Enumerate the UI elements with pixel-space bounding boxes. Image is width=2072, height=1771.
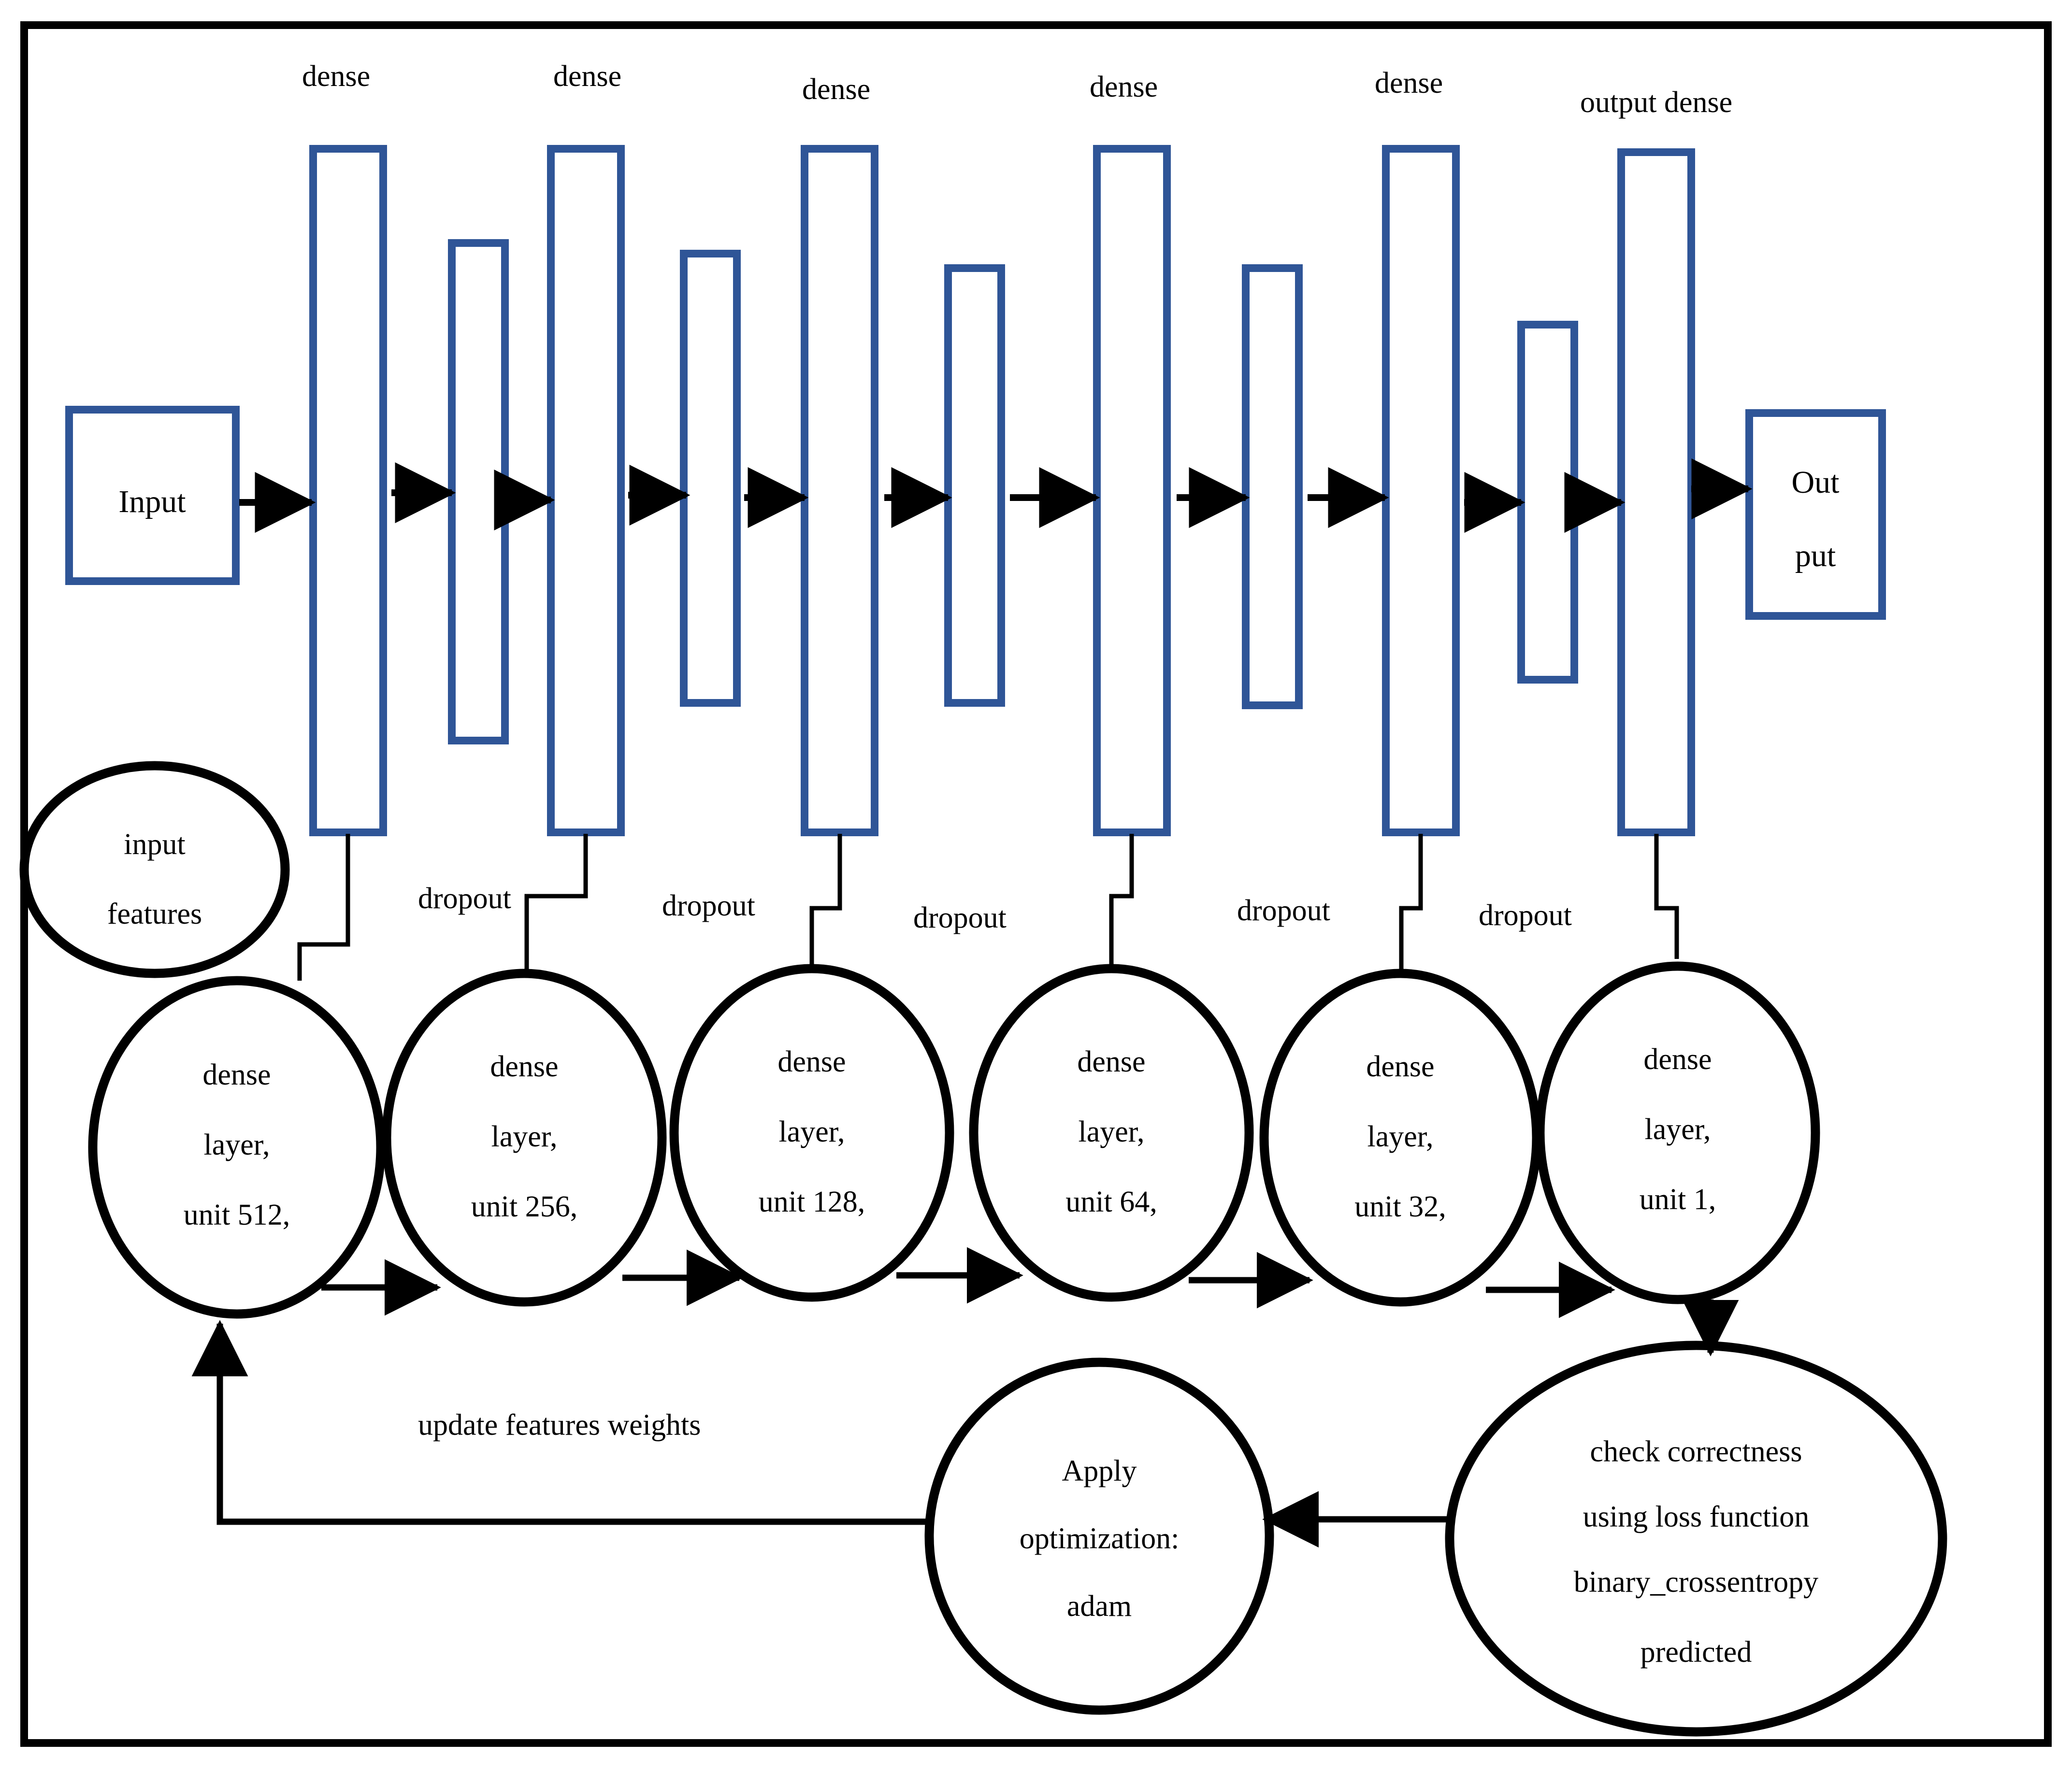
dense-node-128 — [669, 964, 954, 1302]
dense-node-1-line2: layer, — [1645, 1113, 1711, 1146]
connector-dense2-node256 — [524, 834, 588, 971]
input-box — [65, 406, 240, 585]
layer-label-output-dense: output dense — [1580, 86, 1732, 119]
connector-dense3-node128 — [809, 834, 842, 966]
dense-node-256-line1: dense — [490, 1050, 558, 1083]
dense-node-64-line3: unit 64, — [1065, 1185, 1157, 1218]
layer-label-dense-1: dense — [302, 60, 370, 93]
loss-node-line1: check correctness — [1590, 1435, 1802, 1468]
layer-label-dense-3: dense — [802, 73, 870, 106]
connector-dense4-node64 — [1109, 834, 1134, 966]
output-box-label-line1: Out — [1792, 465, 1840, 500]
dense-node-128-line3: unit 128, — [759, 1185, 865, 1218]
dropout-label-5: dropout — [1479, 899, 1572, 932]
dense-node-32-line2: layer, — [1367, 1120, 1434, 1153]
loss-node-line3: binary_crossentropy — [1574, 1566, 1818, 1599]
dense-node-1 — [1535, 961, 1820, 1304]
connector-outputdense-node1 — [1654, 834, 1679, 959]
flow-arrow-group — [239, 458, 1753, 533]
dropout-label-1: dropout — [418, 882, 511, 915]
input-features-node — [19, 761, 290, 978]
layer-label-dense-5: dense — [1375, 67, 1443, 100]
dense-node-1-line1: dense — [1643, 1043, 1712, 1076]
dropout-label-2: dropout — [662, 889, 755, 922]
input-features-line1: input — [124, 828, 185, 861]
dense-node-512-line3: unit 512, — [184, 1199, 290, 1231]
dense-node-64-line2: layer, — [1079, 1115, 1145, 1148]
connector-dense5-node32 — [1399, 834, 1423, 971]
dense-node-1-line3: unit 1, — [1640, 1183, 1716, 1216]
dense-node-512 — [88, 976, 386, 1319]
optimizer-node-line3: adam — [1067, 1590, 1132, 1623]
dense-node-arrow-group — [321, 1247, 1615, 1318]
feedback-path-update-weights — [191, 1320, 928, 1525]
dense-node-256-line2: layer, — [491, 1120, 558, 1153]
optimizer-node-line1: Apply — [1062, 1455, 1137, 1487]
output-box-label-line2: put — [1795, 538, 1836, 573]
dense-node-64 — [969, 964, 1254, 1302]
connector-group — [297, 834, 1679, 981]
feedback-label: update features weights — [418, 1409, 701, 1442]
dense-node-64-line1: dense — [1077, 1045, 1145, 1078]
dense-node-128-line1: dense — [777, 1045, 846, 1078]
loss-node-line2: using loss function — [1583, 1500, 1809, 1533]
loss-node — [1445, 1341, 1947, 1737]
dense-node-512-line2: layer, — [204, 1128, 270, 1161]
dense-node-128-line2: layer, — [779, 1115, 845, 1148]
optimizer-node-line2: optimization: — [1020, 1522, 1180, 1555]
connector-dense1-node512 — [297, 834, 350, 981]
dense-node-256 — [382, 969, 667, 1307]
dropout-label-4: dropout — [1237, 894, 1330, 927]
layer-label-dense-2: dense — [553, 60, 621, 93]
dense-node-512-line1: dense — [202, 1058, 271, 1091]
input-box-label: Input — [118, 484, 186, 519]
input-features-line2: features — [107, 898, 202, 930]
dense-node-32-line1: dense — [1366, 1050, 1434, 1083]
layer-label-dense-4: dense — [1090, 71, 1158, 103]
dense-node-256-line3: unit 256, — [471, 1190, 577, 1223]
dropout-label-3: dropout — [913, 901, 1007, 934]
loss-node-line4: predicted — [1640, 1636, 1752, 1669]
dense-node-32-line3: unit 32, — [1354, 1190, 1446, 1223]
